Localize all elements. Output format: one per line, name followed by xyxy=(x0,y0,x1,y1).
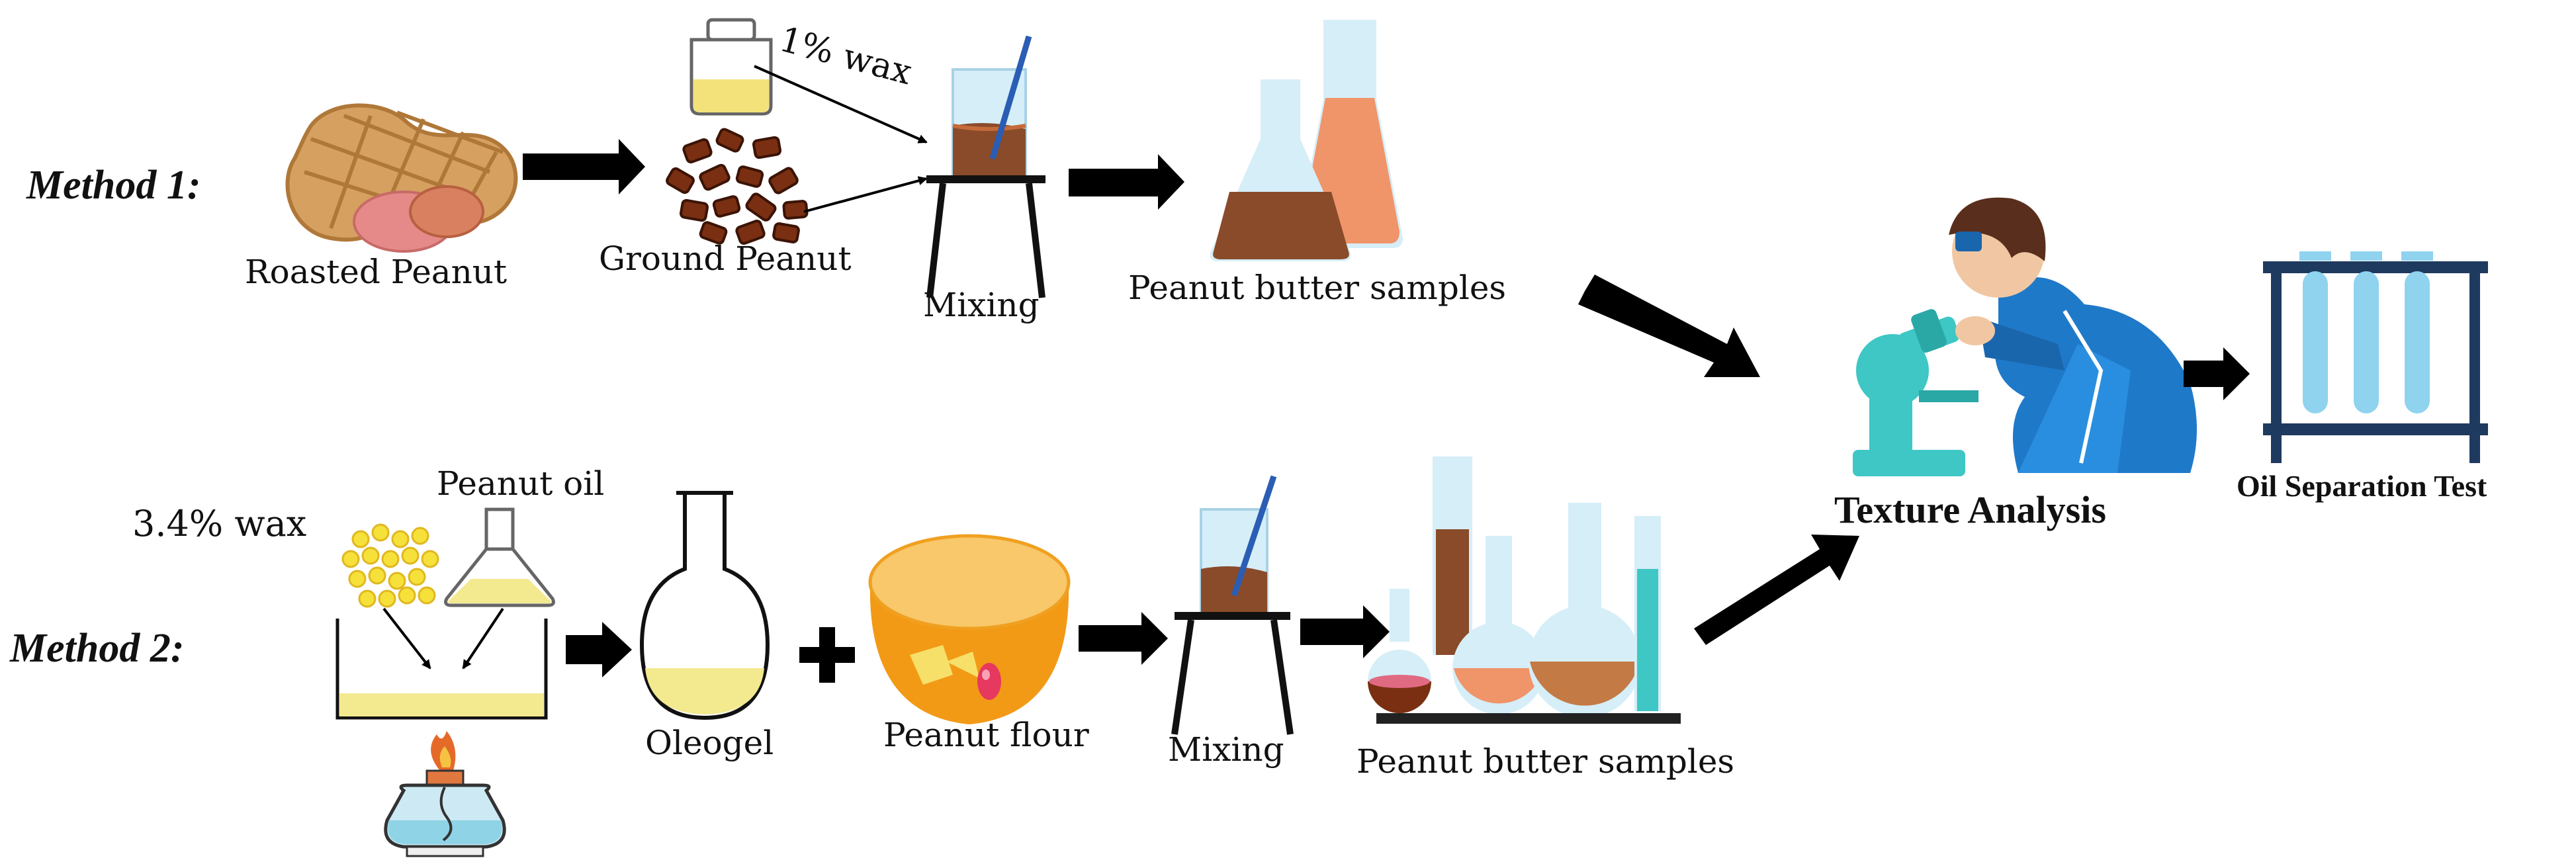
wax-to-mixer-line xyxy=(754,65,928,144)
wax-to-dish-line xyxy=(382,607,431,669)
texture-analysis-label: Texture Analysis xyxy=(1834,488,2106,531)
scientist-microscope-icon xyxy=(1853,197,2197,476)
ground-peanut-label: Ground Peanut xyxy=(599,239,852,278)
peanut-butter-samples-2-icon xyxy=(1368,456,1681,724)
method2-label: Method 2: xyxy=(9,626,185,671)
wax-1-label: 1% wax xyxy=(776,20,916,93)
arrow-method2-to-texture xyxy=(1694,535,1859,645)
arrow-4 xyxy=(1079,612,1168,665)
wax-flakes-icon xyxy=(341,523,439,608)
method1-label: Method 1: xyxy=(26,163,201,208)
test-tube-rack-icon xyxy=(2263,251,2488,463)
mixing-beaker-2-icon xyxy=(1171,475,1294,735)
arrow-3 xyxy=(566,622,632,677)
burner-icon xyxy=(384,731,506,857)
roasted-peanut-icon xyxy=(285,103,518,253)
peanut-flour-bowl-icon xyxy=(868,534,1071,724)
wax-bottle-icon xyxy=(689,18,773,116)
peanut-oil-label: Peanut oil xyxy=(437,464,604,503)
heating-dish-icon xyxy=(335,619,548,720)
oil-to-dish-line xyxy=(462,607,504,669)
peanut-flour-label: Peanut flour xyxy=(883,716,1089,754)
ground-peanut-icon xyxy=(666,128,809,245)
arrow-5 xyxy=(1300,605,1390,658)
peanut-butter-samples-2-label: Peanut butter samples xyxy=(1356,742,1734,781)
mixing-1-label: Mixing xyxy=(923,286,1040,324)
oil-separation-test-label: Oil Separation Test xyxy=(2237,469,2487,503)
ground-to-mixer-line xyxy=(803,176,928,213)
wax-3-4-label: 3.4% wax xyxy=(132,503,306,544)
roasted-peanut-label: Roasted Peanut xyxy=(245,253,507,291)
peanut-butter-samples-1-icon xyxy=(1210,20,1403,261)
oleogel-flask-icon xyxy=(639,491,770,720)
arrow-1 xyxy=(523,139,645,194)
oleogel-label: Oleogel xyxy=(645,724,774,762)
mixing-beaker-1-icon xyxy=(926,35,1045,298)
arrow-2 xyxy=(1069,154,1184,210)
mixing-2-label: Mixing xyxy=(1168,730,1284,769)
arrow-method1-to-texture xyxy=(1578,275,1760,377)
peanut-butter-samples-1-label: Peanut butter samples xyxy=(1128,269,1506,307)
arrow-6 xyxy=(2184,347,2250,400)
peanut-oil-flask-icon xyxy=(444,507,555,607)
plus-icon xyxy=(799,627,855,683)
